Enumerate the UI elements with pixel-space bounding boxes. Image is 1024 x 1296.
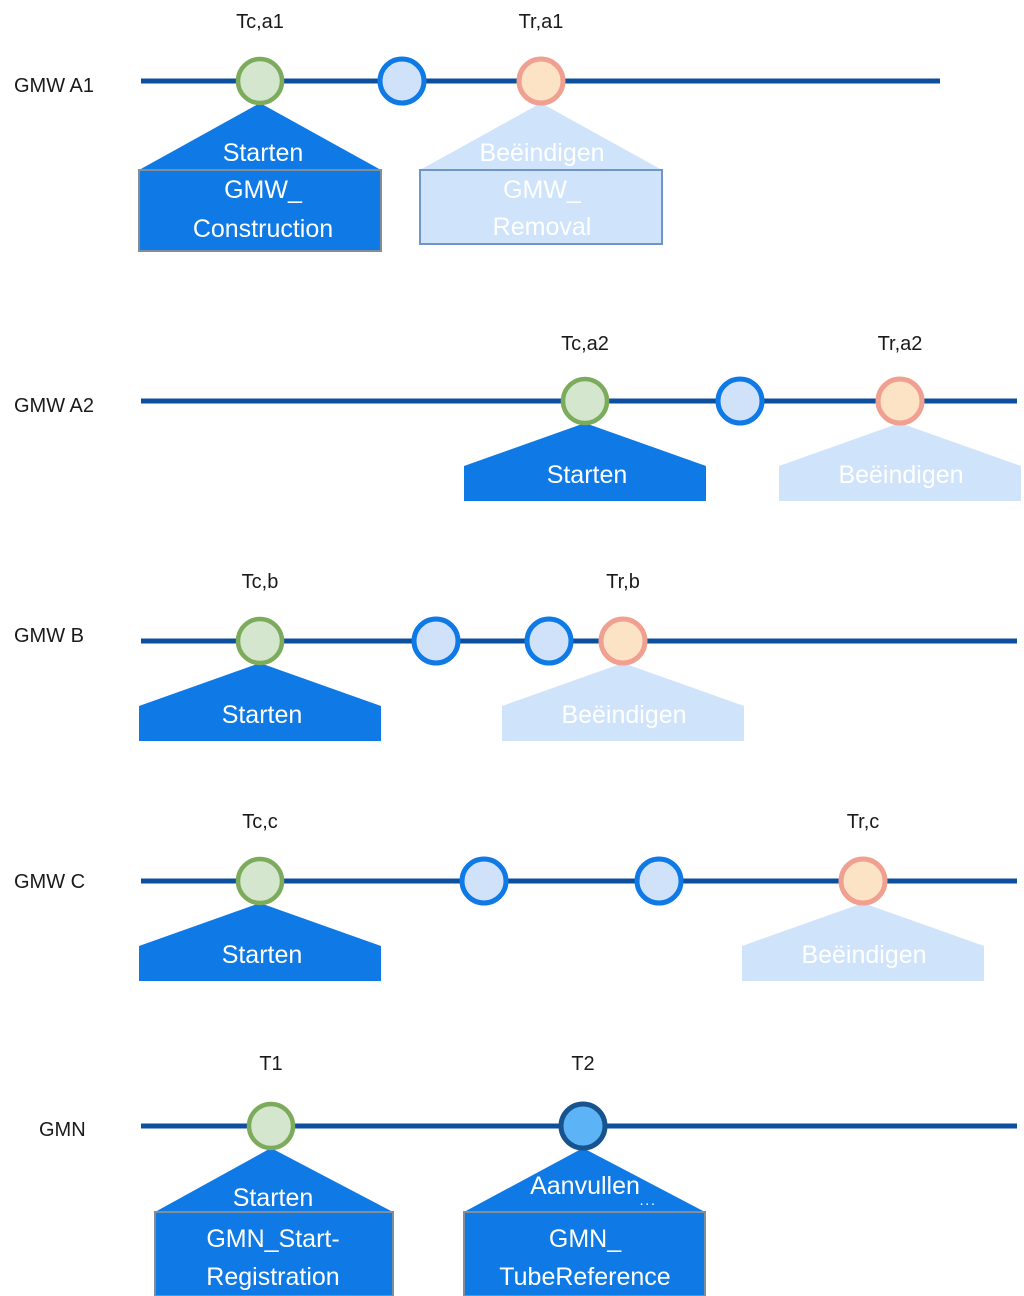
row-label-gmw-a2: GMW A2 (14, 395, 94, 417)
tick-label-tr-a2-gmw-a2: Tr,a2 (878, 333, 923, 355)
event-starten-registration-box[interactable] (154, 1211, 394, 1296)
event-starten-construction-box[interactable] (138, 169, 382, 252)
tick-label-t2-gmn: T2 (571, 1053, 594, 1075)
marker-start-gmw-b[interactable] (235, 616, 285, 666)
event-starten-construction-box-label-line-1: GMW_ (224, 176, 303, 204)
event-beeindigen-pentagon[interactable] (779, 423, 1021, 501)
event-starten-title: Starten (222, 701, 303, 729)
tick-label-tc-b-gmw-b: Tc,b (242, 571, 279, 593)
marker-end-gmw-c[interactable] (838, 856, 888, 906)
tick-label-tr-c-gmw-c: Tr,c (847, 811, 880, 833)
event-starten-registration-box-label-line-1: GMN_Start- (206, 1225, 339, 1253)
event-starten[interactable]: Starten (464, 423, 706, 501)
event-beeindigen[interactable]: Beëindigen (742, 903, 984, 981)
marker-start-gmw-c[interactable] (235, 856, 285, 906)
timeline-row-gmw-b: GMW B Starten Beëindigen Tc,b Tr,b (14, 571, 1017, 741)
event-starten-registration-pentagon[interactable] (155, 1148, 393, 1212)
event-starten-construction-pentagon[interactable] (139, 103, 381, 170)
event-beeindigen-title: Beëindigen (838, 461, 963, 489)
marker-intermediate-2-gmw-b[interactable] (524, 616, 574, 666)
event-starten-pentagon[interactable] (464, 423, 706, 501)
event-beeindigen-removal-pentagon[interactable] (420, 103, 662, 170)
event-starten-title: Starten (547, 461, 628, 489)
marker-end-gmw-a2[interactable] (875, 376, 925, 426)
marker-intermediate-gmw-a1[interactable] (377, 56, 427, 106)
event-beeindigen-removal-box[interactable] (419, 169, 663, 245)
event-starten-registration-box-label-line-2: Registration (206, 1263, 339, 1291)
event-starten[interactable]: Starten (139, 663, 381, 741)
event-beeindigen-removal-title: Beëindigen (479, 139, 604, 167)
marker-intermediate-1-gmw-c[interactable] (459, 856, 509, 906)
timeline-row-gmw-c: GMW C Starten Beëindigen Tc,c Tr,c (14, 811, 1017, 981)
tick-label-tr-b-gmw-b: Tr,b (606, 571, 640, 593)
event-aanvullen-tubereference-pentagon[interactable] (464, 1148, 705, 1212)
event-beeindigen-pentagon[interactable] (502, 663, 744, 741)
marker-end-gmw-b[interactable] (598, 616, 648, 666)
event-beeindigen-pentagon[interactable] (742, 903, 984, 981)
event-beeindigen-title: Beëindigen (561, 701, 686, 729)
event-beeindigen-title: Beëindigen (801, 941, 926, 969)
event-aanvullen-tubereference-box[interactable] (463, 1211, 706, 1296)
event-starten-construction-title: Starten (223, 139, 304, 167)
row-label-gmn: GMN (39, 1119, 86, 1141)
event-starten-title: Starten (222, 941, 303, 969)
tick-label-t1-gmn: T1 (259, 1053, 282, 1075)
marker-start-gmn[interactable] (246, 1101, 296, 1151)
event-aanvullen-tubereference-box-label-line-2: TubeReference (499, 1263, 670, 1291)
event-aanvullen-tubereference-ellipsis: ... (639, 1192, 656, 1209)
tick-label-tc-a1-gmw-a1: Tc,a1 (236, 11, 284, 33)
row-label-gmw-a1: GMW A1 (14, 75, 94, 97)
marker-intermediate-gmw-a2[interactable] (715, 376, 765, 426)
event-beeindigen-removal-box-label-line-2: Removal (493, 213, 592, 241)
event-starten-pentagon[interactable] (139, 663, 381, 741)
row-label-gmw-b: GMW B (14, 625, 84, 647)
row-label-gmw-c: GMW C (14, 871, 85, 893)
event-aanvullen-tubereference[interactable]: Aanvullen... GMN_ TubeReference (463, 1148, 706, 1296)
event-beeindigen[interactable]: Beëindigen (779, 423, 1021, 501)
event-beeindigen[interactable]: Beëindigen (502, 663, 744, 741)
marker-start-gmw-a2[interactable] (560, 376, 610, 426)
event-aanvullen-tubereference-title: Aanvullen (530, 1172, 640, 1200)
marker-intermediate-2-gmw-c[interactable] (634, 856, 684, 906)
marker-start-gmw-a1[interactable] (235, 56, 285, 106)
marker-supplement-gmn[interactable] (558, 1101, 608, 1151)
event-starten[interactable]: Starten (139, 903, 381, 981)
tick-label-tc-c-gmw-c: Tc,c (242, 811, 278, 833)
event-beeindigen-removal-box-label-line-1: GMW_ (503, 176, 582, 204)
timeline-row-gmw-a2: GMW A2 Starten Beëindigen Tc,a2 Tr,a2 (14, 333, 1021, 501)
event-aanvullen-tubereference-box-label-line-1: GMN_ (549, 1225, 622, 1253)
event-starten-construction-box-label-line-2: Construction (193, 215, 333, 243)
marker-end-gmw-a1[interactable] (516, 56, 566, 106)
marker-intermediate-1-gmw-b[interactable] (411, 616, 461, 666)
tick-label-tr-a1-gmw-a1: Tr,a1 (519, 11, 564, 33)
event-starten-pentagon[interactable] (139, 903, 381, 981)
tick-label-tc-a2-gmw-a2: Tc,a2 (561, 333, 609, 355)
event-starten-registration-title: Starten (233, 1184, 314, 1212)
